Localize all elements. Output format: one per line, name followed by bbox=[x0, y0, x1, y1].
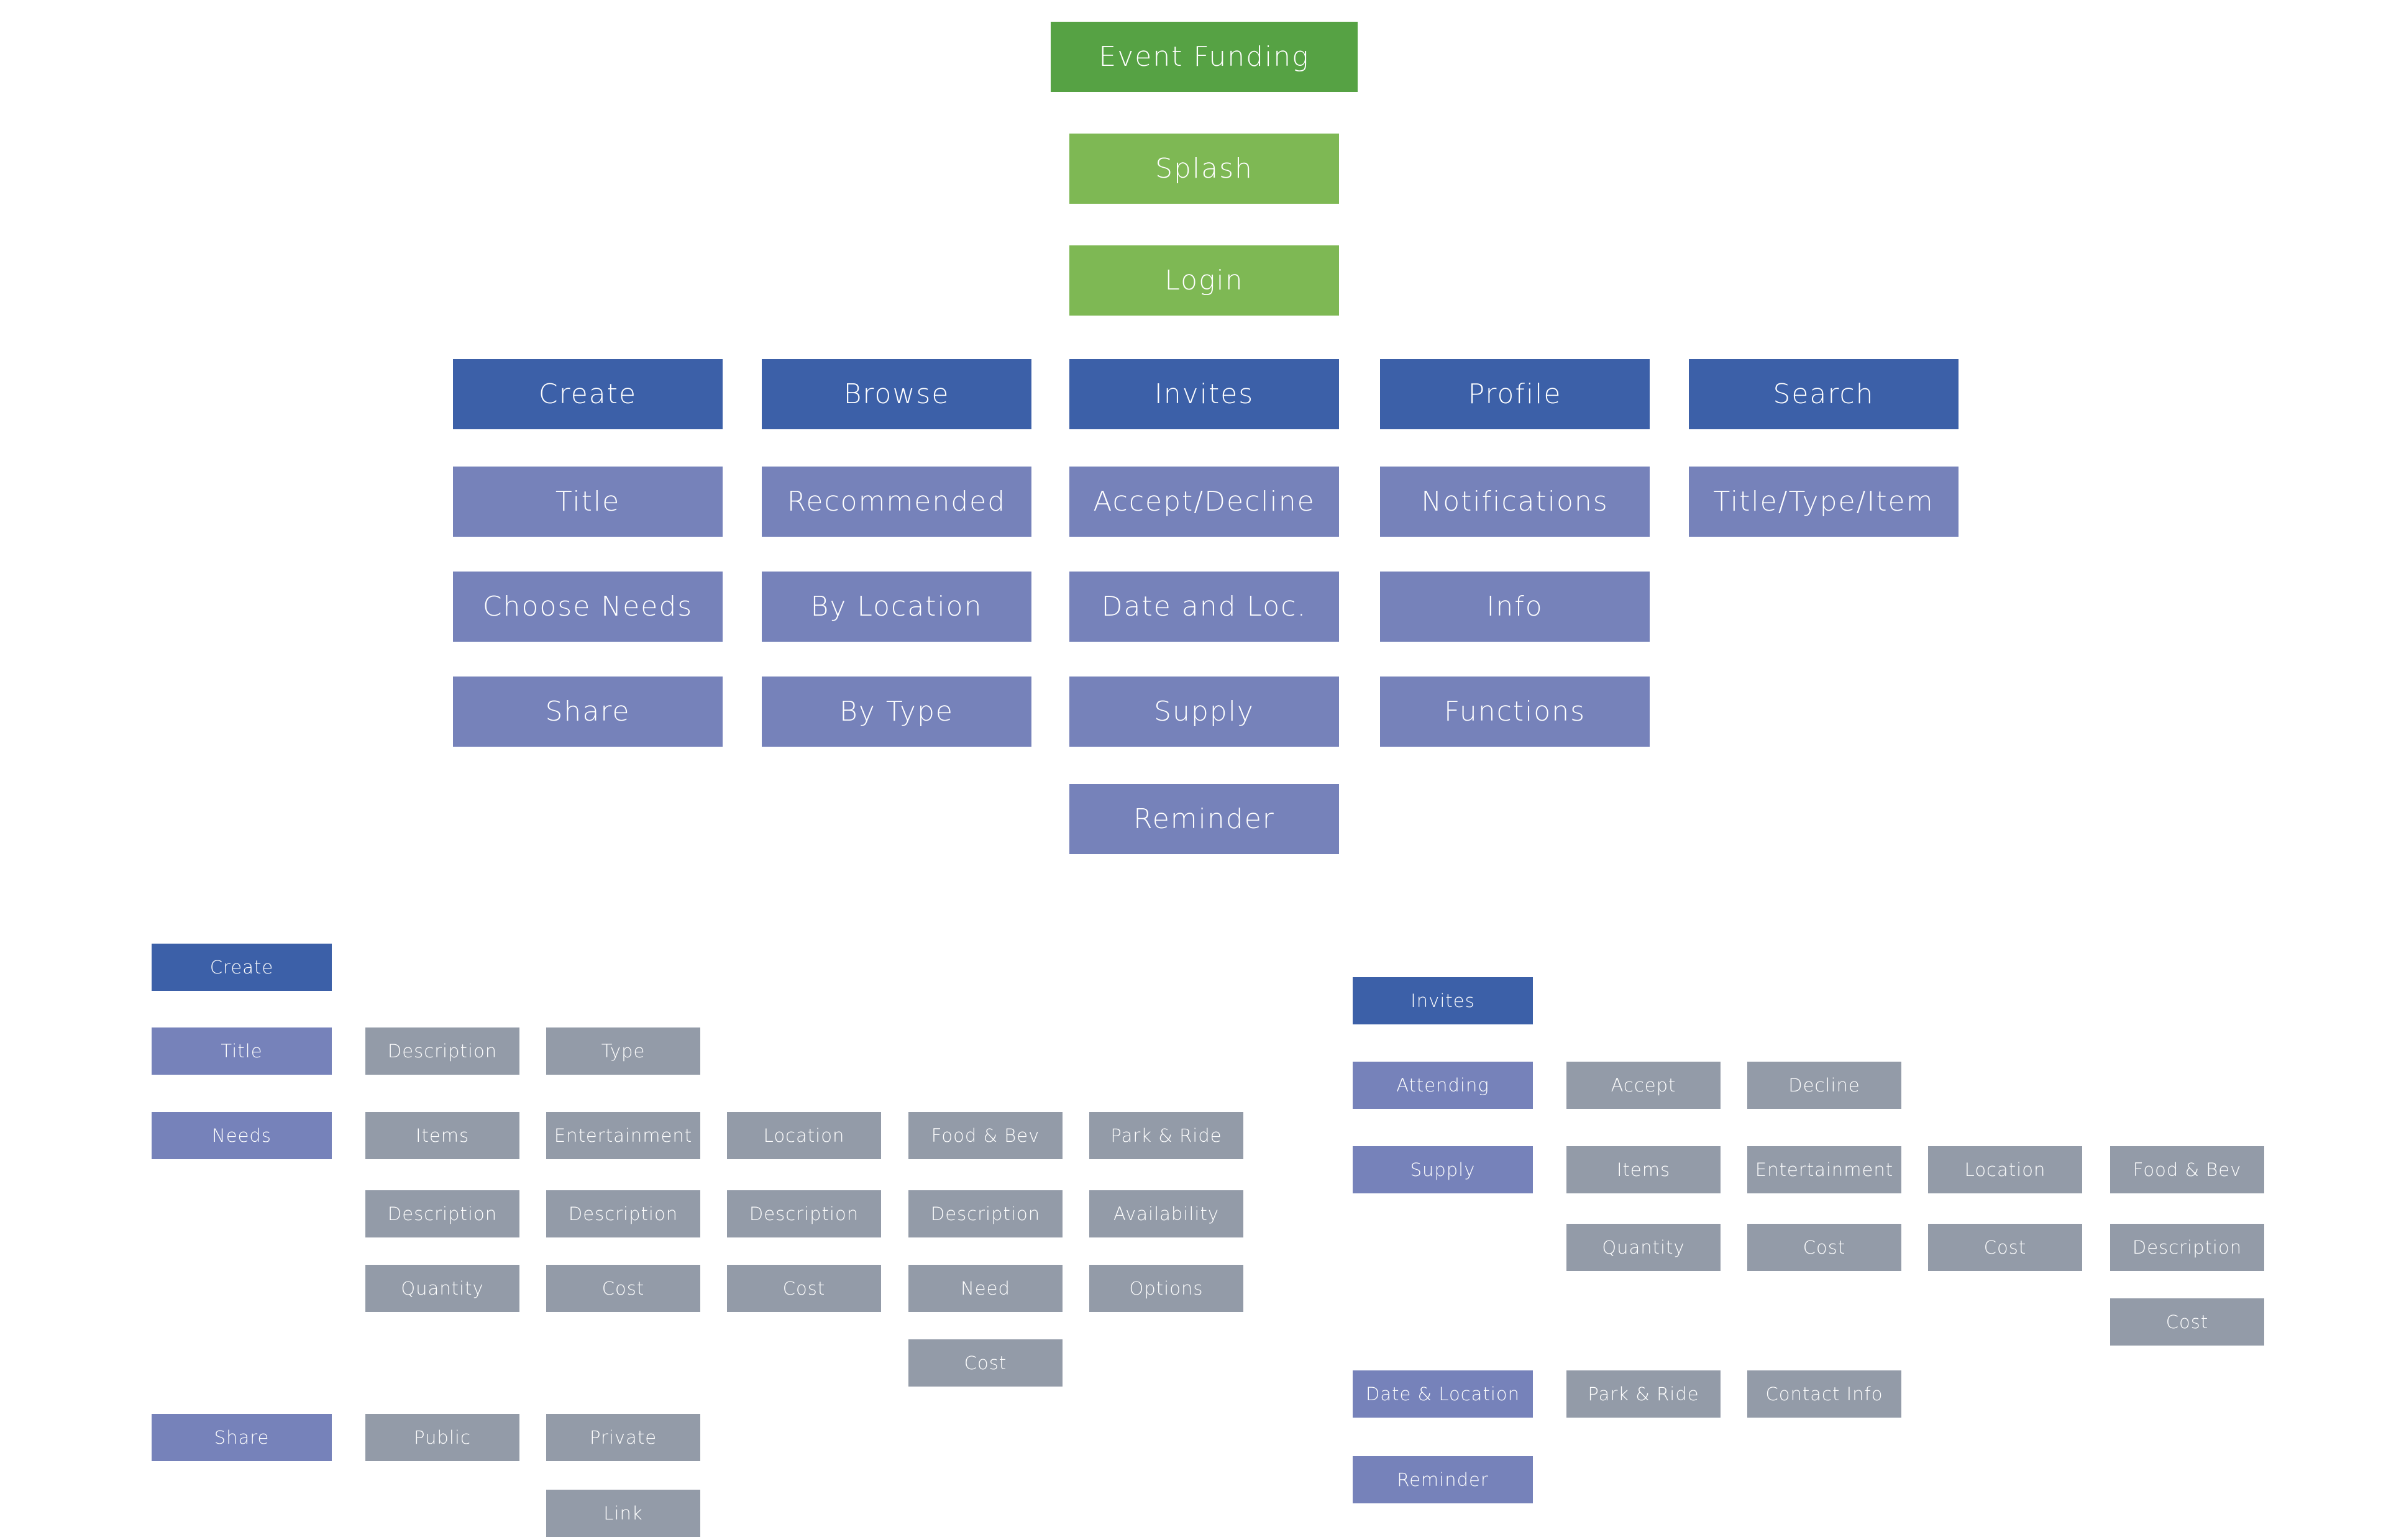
share-public: Public bbox=[365, 1414, 519, 1461]
supply-entertainment: Entertainment bbox=[1747, 1146, 1901, 1193]
invites-detail-attending: Attending bbox=[1353, 1062, 1533, 1109]
supply-items-quantity: Quantity bbox=[1566, 1224, 1721, 1271]
supply-location-cost: Cost bbox=[1928, 1224, 2082, 1271]
profile-notifications: Notifications bbox=[1380, 467, 1650, 537]
profile-functions: Functions bbox=[1380, 677, 1650, 747]
root-event-funding: Event Funding bbox=[1051, 22, 1358, 92]
section-search: Search bbox=[1689, 359, 1959, 429]
attending-decline: Decline bbox=[1747, 1062, 1901, 1109]
needs-entertainment-cost: Cost bbox=[546, 1265, 700, 1312]
supply-food-bev-cost: Cost bbox=[2110, 1298, 2264, 1346]
supply-items: Items bbox=[1566, 1146, 1721, 1193]
create-detail-needs: Needs bbox=[152, 1112, 332, 1159]
invites-detail-date-location: Date & Location bbox=[1353, 1370, 1533, 1418]
create-title-type: Type bbox=[546, 1027, 700, 1075]
login-node: Login bbox=[1069, 245, 1339, 316]
needs-location-description: Description bbox=[727, 1190, 881, 1237]
supply-entertainment-cost: Cost bbox=[1747, 1224, 1901, 1271]
splash-node: Splash bbox=[1069, 134, 1339, 204]
supply-food-bev: Food & Bev bbox=[2110, 1146, 2264, 1193]
section-invites: Invites bbox=[1069, 359, 1339, 429]
browse-recommended: Recommended bbox=[762, 467, 1031, 537]
needs-items-quantity: Quantity bbox=[365, 1265, 519, 1312]
invites-date-and-loc: Date and Loc. bbox=[1069, 572, 1339, 642]
needs-items-description: Description bbox=[365, 1190, 519, 1237]
needs-items: Items bbox=[365, 1112, 519, 1159]
supply-location: Location bbox=[1928, 1146, 2082, 1193]
needs-park-ride: Park & Ride bbox=[1089, 1112, 1243, 1159]
invites-detail-reminder: Reminder bbox=[1353, 1456, 1533, 1503]
share-private: Private bbox=[546, 1414, 700, 1461]
needs-food-bev-cost: Cost bbox=[908, 1339, 1063, 1387]
profile-info: Info bbox=[1380, 572, 1650, 642]
supply-food-bev-description: Description bbox=[2110, 1224, 2264, 1271]
invites-detail-supply: Supply bbox=[1353, 1146, 1533, 1193]
attending-accept: Accept bbox=[1566, 1062, 1721, 1109]
section-profile: Profile bbox=[1380, 359, 1650, 429]
date-park-ride: Park & Ride bbox=[1566, 1370, 1721, 1418]
invites-detail-header: Invites bbox=[1353, 977, 1533, 1024]
date-contact-info: Contact Info bbox=[1747, 1370, 1901, 1418]
section-browse: Browse bbox=[762, 359, 1031, 429]
create-choose-needs: Choose Needs bbox=[453, 572, 723, 642]
create-detail-share: Share bbox=[152, 1414, 332, 1461]
create-detail-header: Create bbox=[152, 944, 332, 991]
create-title-description: Description bbox=[365, 1027, 519, 1075]
needs-entertainment: Entertainment bbox=[546, 1112, 700, 1159]
create-title: Title bbox=[453, 467, 723, 537]
invites-supply: Supply bbox=[1069, 677, 1339, 747]
create-share: Share bbox=[453, 677, 723, 747]
section-create: Create bbox=[453, 359, 723, 429]
needs-entertainment-description: Description bbox=[546, 1190, 700, 1237]
needs-food-bev: Food & Bev bbox=[908, 1112, 1063, 1159]
share-link: Link bbox=[546, 1490, 700, 1537]
needs-food-bev-description: Description bbox=[908, 1190, 1063, 1237]
browse-by-type: By Type bbox=[762, 677, 1031, 747]
needs-location-cost: Cost bbox=[727, 1265, 881, 1312]
invites-reminder: Reminder bbox=[1069, 784, 1339, 854]
needs-park-ride-availability: Availability bbox=[1089, 1190, 1243, 1237]
invites-accept-decline: Accept/Decline bbox=[1069, 467, 1339, 537]
create-detail-title: Title bbox=[152, 1027, 332, 1075]
search-title-type-item: Title/Type/Item bbox=[1689, 467, 1959, 537]
needs-location: Location bbox=[727, 1112, 881, 1159]
needs-park-ride-options: Options bbox=[1089, 1265, 1243, 1312]
browse-by-location: By Location bbox=[762, 572, 1031, 642]
needs-food-bev-need: Need bbox=[908, 1265, 1063, 1312]
